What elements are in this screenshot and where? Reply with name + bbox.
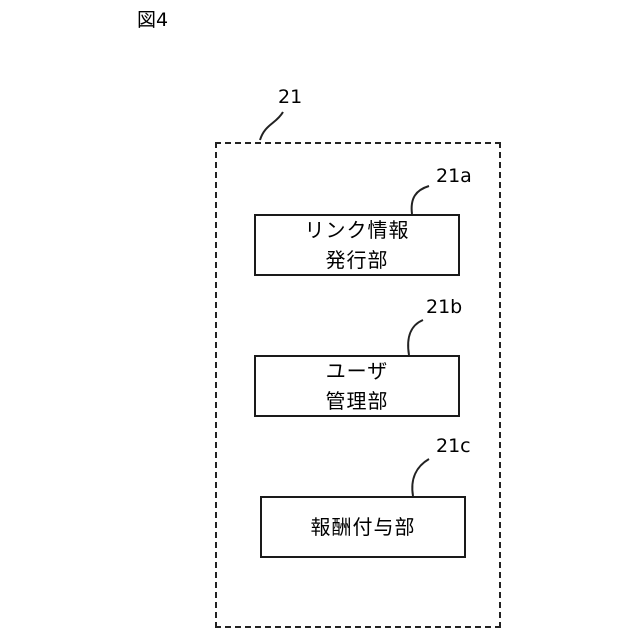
ref-label-21: 21 [278,86,302,108]
leader-line-21 [260,112,283,140]
reward-granting-unit-block: 報酬付与部 [260,496,466,558]
block-21a-line1: リンク情報 [305,215,410,245]
block-21a-line2: 発行部 [326,245,389,275]
block-21b-line2: 管理部 [326,386,389,416]
link-info-issuing-unit-block: リンク情報 発行部 [254,214,460,276]
block-21b-line1: ユーザ [326,356,389,386]
block-21c-line1: 報酬付与部 [311,512,416,542]
user-management-unit-block: ユーザ 管理部 [254,355,460,417]
